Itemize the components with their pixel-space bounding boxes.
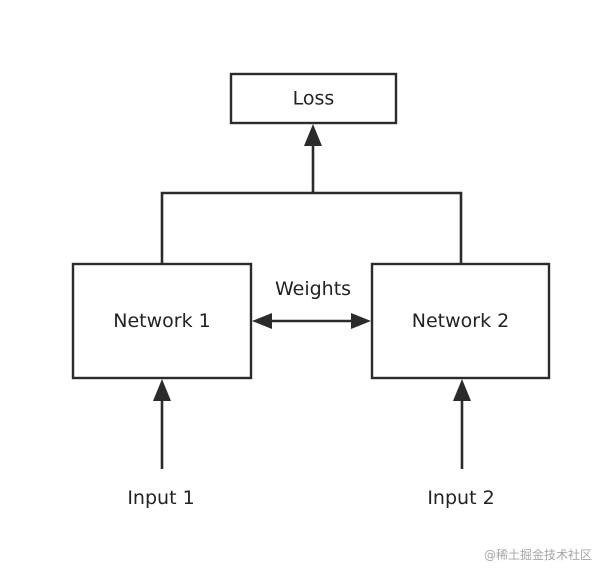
input-1-label: Input 1 [127,487,194,509]
watermark-text: @稀土掘金技术社区 [484,547,592,562]
weights-arrow-left [252,313,272,329]
merge-line [160,191,463,264]
loss-node: Loss [229,72,398,125]
weights-connector: Weights [252,278,371,329]
network-1-box [71,262,253,380]
loss-arrow-head [304,124,322,146]
loss-box [229,72,398,125]
input-2-arrow-head [453,379,471,401]
network-2-node: Network 2 [370,262,551,380]
input-1-arrow-head [153,379,171,401]
network-2-label: Network 2 [412,310,509,332]
weights-label: Weights [275,278,351,300]
weights-arrow-right [351,313,371,329]
loss-label: Loss [293,88,335,110]
merge-connector [160,124,463,264]
input-1-connector: Input 1 [127,379,195,509]
input-2-label: Input 2 [427,487,494,509]
input-2-connector: Input 2 [427,379,495,509]
network-1-node: Network 1 [71,262,253,380]
network-1-label: Network 1 [113,310,210,332]
